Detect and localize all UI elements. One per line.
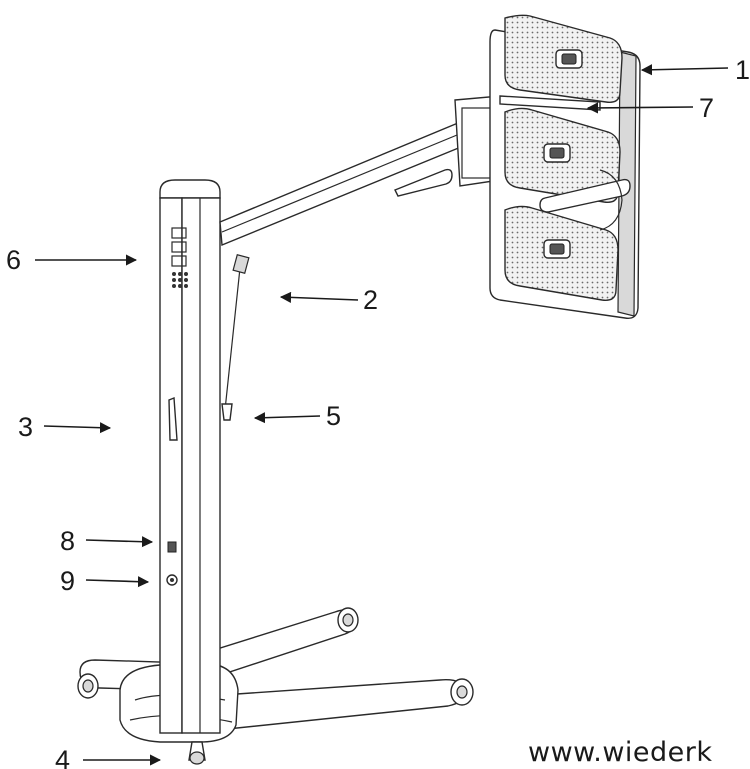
callout-6: 6: [6, 245, 138, 275]
callout-2-label: 2: [363, 285, 378, 315]
caster-back-right: [337, 607, 359, 633]
callout-1: 1: [640, 55, 750, 85]
callout-9: 9: [60, 566, 150, 596]
callout-5-label: 5: [326, 401, 341, 431]
callout-3-label: 3: [18, 412, 33, 442]
callout-3: 3: [18, 412, 112, 442]
callout-7-label: 7: [699, 93, 714, 123]
callout-1-label: 1: [735, 55, 750, 85]
caster-front-right: [450, 678, 474, 706]
wheeled-base: [79, 609, 466, 743]
callout-8: 8: [60, 526, 154, 556]
caster-front: [188, 741, 206, 765]
callout-2: 2: [279, 285, 378, 315]
callout-5: 5: [253, 401, 341, 431]
lamp-badge-middle: [543, 143, 571, 163]
callout-4-label: 4: [55, 745, 70, 769]
callout-7: 7: [586, 93, 714, 123]
lamp-badge-top: [555, 49, 583, 69]
stand-column: [159, 179, 221, 734]
watermark-url: www.wiederk: [528, 737, 713, 768]
caster-back-left: [77, 673, 99, 699]
callout-4: 4: [55, 745, 162, 769]
lamp-badge-bottom: [543, 239, 571, 259]
lamp-arm: [219, 117, 479, 421]
callout-6-label: 6: [6, 245, 21, 275]
callout-8-label: 8: [60, 526, 75, 556]
lamp-head: [454, 14, 641, 319]
callout-9-label: 9: [60, 566, 75, 596]
